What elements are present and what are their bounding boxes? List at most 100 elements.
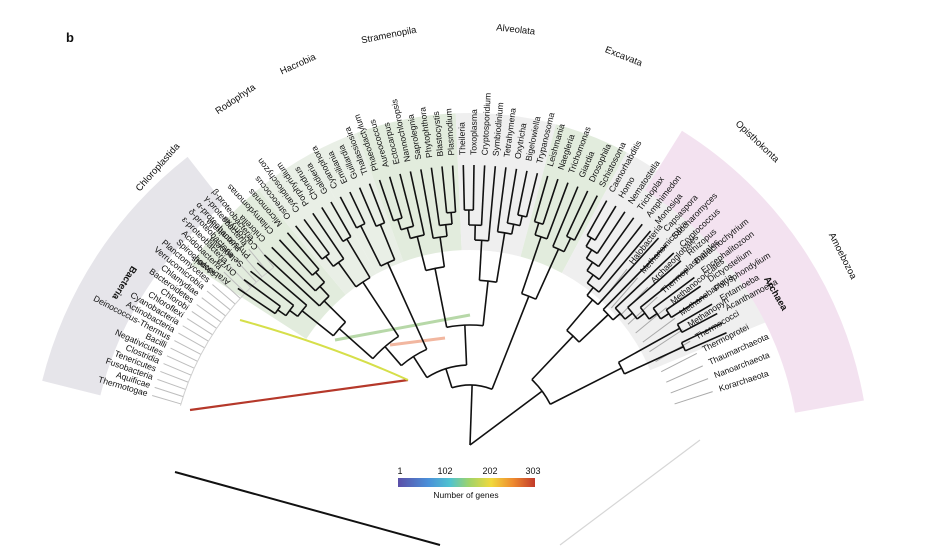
tree-branch [434,268,448,328]
tree-branch [469,390,543,446]
archaea-branch [666,365,703,383]
tree-branch [586,286,594,296]
tree-branch [396,219,402,231]
clade-label-amoebozoa: Amoebozoa [826,231,859,282]
tree-branch [249,270,295,306]
tree-branch-arc [372,335,400,360]
tree-branch [534,222,540,236]
tree-branch [563,237,572,253]
tree-branch [339,196,358,229]
tree-branch [612,312,621,321]
tree-branch [510,224,515,235]
tree-branch-arc [676,323,683,333]
clade-label-alveolata: Alveolata [496,22,537,37]
tree-branch [586,261,594,272]
clade-band-stramenopila [356,113,462,262]
tree-branch [598,230,652,293]
tree-branch [412,356,428,379]
tree-branch-arc [566,235,575,241]
tree-branch [325,255,334,267]
bacteria-branch [206,290,231,311]
taxon-cryptosporidium: Cryptosporidium [479,93,492,156]
archaea-branch [674,391,713,405]
tree-branch [533,175,549,222]
tree-branch [684,332,727,352]
bacteria-band [42,156,225,396]
tree-branch [439,237,446,267]
legend-tick-2: 102 [437,466,452,476]
tree-branch [346,238,371,279]
legend-tick-3: 202 [482,466,497,476]
tree-branch [409,171,425,236]
tree-branch [469,385,473,446]
archaea-branch [670,378,709,394]
tree-branch [362,281,400,337]
tree-branch [519,215,523,226]
bacteria-branch [157,378,186,390]
tree-branch [665,285,702,311]
tree-branch [384,346,402,367]
legend-title: Number of genes [433,490,498,500]
taxon-theileria: Theileria [457,122,468,155]
tree-branch [462,165,466,211]
tree-branch [602,244,667,311]
tree-branch [472,165,475,211]
tree-branch-arc [652,307,662,320]
tree-branch [624,312,634,320]
bacteria-branch [191,311,217,329]
bacteria-branch [248,248,269,273]
bacteria-branch [217,277,241,299]
eukaryote-tree [237,165,727,446]
bacteria-branch [212,284,236,305]
tree-branch [368,183,386,224]
taxon-symbiodinium: Symbiodinium [490,102,505,157]
tree-branch [277,309,287,317]
tree-branch [549,367,622,405]
tree-branch [546,182,569,240]
tree-branch [639,268,689,309]
taxon-toxoplasma: Toxoplasma [468,109,479,155]
tree-branch-arc [446,324,484,329]
archaea-branch [610,277,639,309]
gene-link [239,319,409,381]
tree-branch [681,312,718,334]
tree-branch-arc [355,276,371,288]
tree-branch [315,271,326,283]
archaea-band [644,130,864,413]
tree-branch [256,262,308,306]
tree-branch [386,262,428,350]
color-scale-bar [398,478,535,487]
bacteria-inner-arc [179,266,275,406]
tree-branch-arc [451,384,493,390]
tree-branch [531,335,574,381]
tree-branch [565,190,589,237]
tree-branch [478,240,483,281]
tree-branch-arc [552,245,565,253]
clade-band-amoebozoa [636,272,777,371]
bacteria-branch [174,340,202,355]
taxon-blastocystis: Blastocystis [431,111,445,157]
clade-label-hacrobia: Hacrobia [279,51,319,77]
tree-branch [406,227,412,239]
bacteria-branch [223,271,246,294]
tree-branch [441,166,448,213]
tree-branch [660,312,670,320]
bacteria-branch [166,355,195,369]
tree-branch [594,205,617,241]
tree-branch [552,186,579,247]
tree-branch [598,223,643,280]
clade-label-excavata: Excavata [603,44,644,69]
bacteria-branch [201,297,226,317]
tree-branch [480,165,486,226]
tree-branch [636,312,646,320]
tree-branch [263,254,320,307]
gene-link [334,313,471,342]
tree-branch [586,200,608,236]
tree-branch [338,328,374,360]
archaea-root-branch [559,439,701,546]
tree-branch [289,309,299,318]
taxon-plasmodium: Plasmodium [443,108,456,156]
archaea-branch [649,329,684,353]
tree-branch [359,225,382,267]
tree-branch [464,325,468,366]
